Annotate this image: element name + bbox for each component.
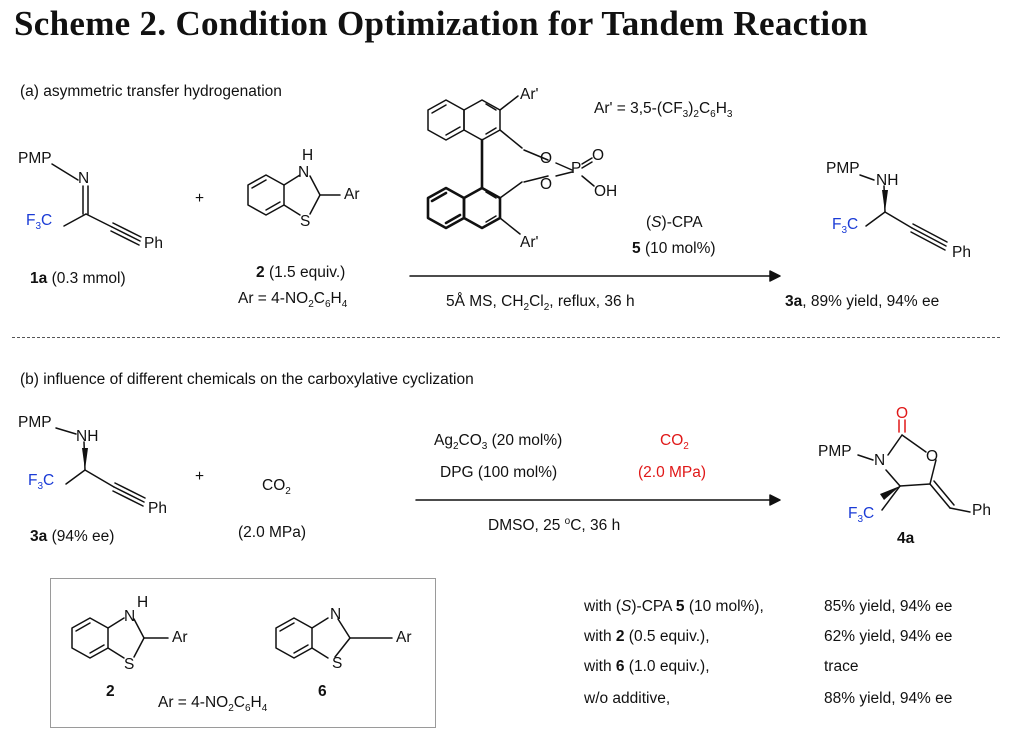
ar-label: Ar	[344, 186, 360, 203]
arrow-b	[415, 494, 781, 506]
reagent-dpg: DPG (100 mol%)	[440, 464, 558, 481]
product-ph: Ph	[952, 244, 971, 261]
cpa-name: (S)-CPA	[646, 214, 703, 231]
reagent-co2: CO2	[660, 432, 689, 453]
structure-3a-a	[859, 174, 948, 251]
additive-structures-box	[50, 578, 436, 728]
box-6-ar: Ar	[396, 629, 412, 646]
b-3a-caption: 3a (94% ee)	[30, 528, 115, 545]
nh-h-label: H	[302, 147, 314, 164]
result-row-2-value: 62% yield, 94% ee	[824, 628, 953, 645]
b-ph: Ph	[148, 500, 167, 517]
structure-6-box	[275, 617, 393, 659]
result-row-none-value: 88% yield, 94% ee	[824, 690, 953, 707]
product-pmp: PMP	[826, 160, 860, 177]
compound-1a-caption: 1a (0.3 mmol)	[30, 270, 126, 287]
b-pmp: PMP	[18, 414, 52, 431]
nh-n-label: N	[298, 164, 310, 181]
scheme-title: Scheme 2. Condition Optimization for Tan…	[14, 4, 869, 43]
box-2-ar: Ar	[172, 629, 188, 646]
box-compound-6: 6	[318, 683, 327, 700]
cpa-o-top: O	[540, 150, 553, 167]
ar-definition-a: Ar = 4-NO2C6H4	[238, 290, 348, 311]
f3c-label: F3C	[26, 212, 53, 233]
cpa-ar-top: Ar'	[520, 86, 539, 103]
product-nh: NH	[876, 172, 899, 189]
conditions-a: 5Å MS, CH2Cl2, reflux, 36 h	[446, 293, 635, 314]
result-row-6-value: trace	[824, 658, 859, 675]
b-co2: CO2	[262, 477, 291, 498]
section-a-label: (a) asymmetric transfer hydrogenation	[20, 83, 282, 100]
cpa-ar-definition: Ar' = 3,5-(CF3)2C6H3	[594, 100, 733, 121]
4a-ring-o: O	[926, 448, 939, 465]
ph-label: Ph	[144, 235, 163, 252]
4a-f3c: F3C	[848, 505, 875, 526]
plus-sign: +	[195, 190, 205, 207]
cpa-o-bottom: O	[540, 176, 553, 193]
4a-ph: Ph	[972, 502, 991, 519]
b-f3c: F3C	[28, 472, 55, 493]
b-nh: NH	[76, 428, 99, 445]
result-row-none-condition: w/o additive,	[584, 690, 671, 707]
cpa-p: P	[571, 160, 582, 177]
cpa-oh: OH	[594, 183, 618, 200]
4a-caption: 4a	[897, 530, 915, 547]
structure-2-box	[71, 617, 169, 659]
4a-carbonyl-o: O	[896, 405, 909, 422]
conditions-b: DMSO, 25 oC, 36 h	[488, 516, 621, 535]
4a-pmp: PMP	[818, 443, 852, 460]
reagent-ag2co3: Ag2CO3 (20 mol%)	[434, 432, 563, 453]
section-divider	[12, 337, 1000, 338]
compound-2-caption: 2 (1.5 equiv.)	[256, 264, 346, 281]
pmp-label: PMP	[18, 150, 52, 167]
structure-cpa-catalyst	[426, 95, 595, 235]
box-2-s: S	[124, 656, 135, 673]
reagent-co2-pressure: (2.0 MPa)	[638, 464, 707, 481]
result-row-cpa-value: 85% yield, 94% ee	[824, 598, 953, 615]
arrow-a	[409, 270, 781, 282]
box-6-n: N	[330, 606, 342, 623]
box-2-n: N	[124, 608, 136, 625]
cpa-loading: 5 (10 mol%)	[632, 240, 716, 257]
result-row-6-condition: with 6 (1.0 equiv.),	[584, 658, 710, 675]
section-b-label: (b) influence of different chemicals on …	[20, 371, 474, 388]
stereo-marks	[82, 190, 900, 500]
structure-1a	[51, 163, 142, 246]
box-ar-definition: Ar = 4-NO2C6H4	[158, 694, 268, 715]
cpa-ar-bottom: Ar'	[520, 234, 539, 251]
4a-n: N	[874, 452, 886, 469]
cpa-oxo: O	[592, 147, 605, 164]
box-2-h: H	[137, 594, 149, 611]
structure-4a	[857, 419, 971, 513]
result-row-cpa-condition: with (S)-CPA 5 (10 mol%),	[584, 598, 764, 615]
imine-n-label: N	[78, 170, 90, 187]
b-pressure: (2.0 MPa)	[238, 524, 307, 541]
structure-2-a	[247, 174, 341, 216]
box-compound-2: 2	[106, 683, 115, 700]
structure-3a-b	[55, 427, 146, 507]
product-3a-result: 3a, 89% yield, 94% ee	[785, 293, 940, 310]
result-row-2-condition: with 2 (0.5 equiv.),	[584, 628, 710, 645]
box-6-s: S	[332, 655, 343, 672]
s-label: S	[300, 213, 311, 230]
product-f3c: F3C	[832, 216, 859, 237]
b-plus: +	[195, 468, 205, 485]
